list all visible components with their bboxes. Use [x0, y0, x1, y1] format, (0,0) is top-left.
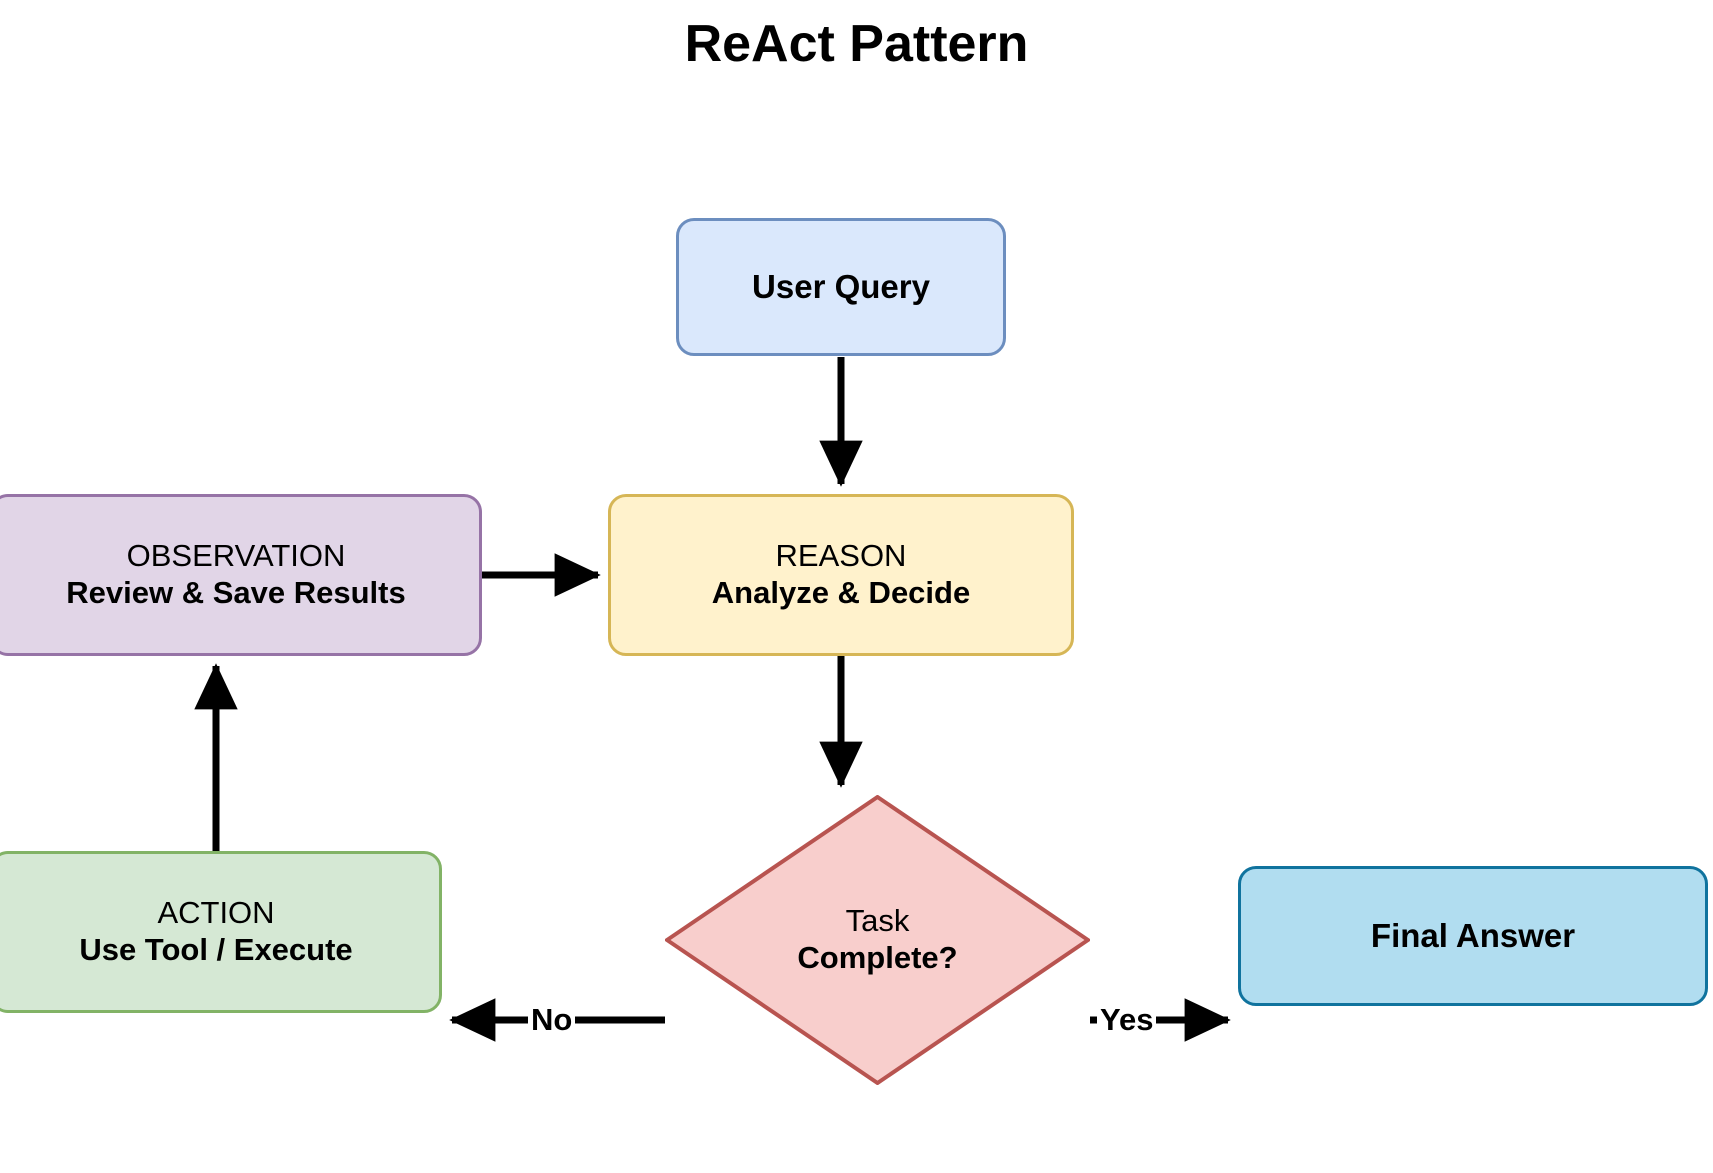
node-observation-subtitle: Review & Save Results: [66, 575, 406, 610]
node-decision-title: Task: [845, 903, 910, 939]
node-user-query[interactable]: User Query: [676, 218, 1006, 356]
node-reason-title: REASON: [775, 538, 907, 574]
node-final-answer[interactable]: Final Answer: [1238, 866, 1708, 1006]
node-observation[interactable]: OBSERVATION Review & Save Results: [0, 494, 482, 656]
node-decision-subtitle: Complete?: [797, 940, 958, 975]
diagram-title: ReAct Pattern: [684, 15, 1029, 73]
node-action-subtitle: Use Tool / Execute: [79, 932, 353, 967]
node-decision-task-complete[interactable]: Task Complete?: [665, 795, 1090, 1085]
edge-label-no: No: [528, 1004, 576, 1035]
edge-label-yes: Yes: [1097, 1004, 1157, 1035]
node-reason-subtitle: Analyze & Decide: [711, 575, 971, 610]
node-action-title: ACTION: [157, 895, 275, 931]
node-reason[interactable]: REASON Analyze & Decide: [608, 494, 1074, 656]
node-decision-label-group: Task Complete?: [797, 903, 957, 976]
node-observation-title: OBSERVATION: [126, 538, 346, 574]
node-user-query-label: User Query: [752, 267, 930, 305]
node-action[interactable]: ACTION Use Tool / Execute: [0, 851, 442, 1013]
node-final-answer-label: Final Answer: [1370, 916, 1576, 954]
